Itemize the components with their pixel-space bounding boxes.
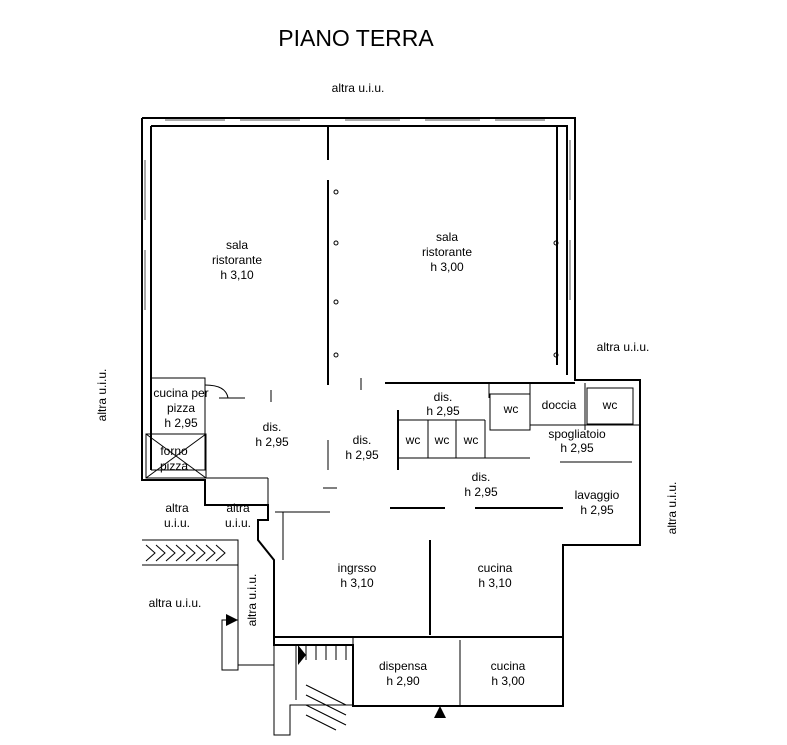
entrance-markers: [226, 614, 446, 718]
svg-text:spogliatoio: spogliatoio: [548, 427, 606, 441]
svg-text:forno: forno: [160, 444, 188, 458]
room-doccia: doccia: [542, 398, 577, 412]
svg-text:ingrsso: ingrsso: [338, 561, 377, 575]
svg-text:sala: sala: [226, 238, 248, 252]
interior-walls: [145, 125, 640, 706]
svg-text:h 2,90: h 2,90: [386, 674, 420, 688]
svg-text:h 3,10: h 3,10: [220, 268, 254, 282]
columns: [333, 189, 559, 358]
room-sala-ristorante-left: sala ristorante h 3,10: [212, 238, 262, 282]
svg-text:pizza: pizza: [167, 401, 195, 415]
room-wc-2: wc: [434, 433, 450, 447]
room-lavaggio: lavaggio h 2,95: [575, 488, 620, 517]
room-altra-uiu-1: altra u.i.u.: [164, 501, 190, 530]
staircase: [145, 544, 347, 731]
svg-text:altra: altra: [165, 501, 189, 515]
room-dis-center: dis. h 2,95: [345, 433, 379, 462]
room-wc-3: wc: [463, 433, 479, 447]
svg-text:ristorante: ristorante: [212, 253, 262, 267]
outer-walls: [141, 117, 641, 736]
svg-text:altra: altra: [226, 501, 250, 515]
svg-text:h 2,95: h 2,95: [560, 441, 594, 455]
room-labels: sala ristorante h 3,10 sala ristorante h…: [153, 230, 619, 688]
neighbor-label-right-lower: altra u.i.u.: [665, 482, 679, 535]
svg-text:dis.: dis.: [263, 420, 282, 434]
svg-text:h 3,00: h 3,00: [491, 674, 525, 688]
svg-text:h 3,00: h 3,00: [430, 260, 464, 274]
svg-text:h 2,95: h 2,95: [255, 435, 289, 449]
room-forno-pizza: forno pizza: [160, 444, 188, 473]
windows: [144, 119, 571, 310]
room-cucina-per-pizza: cucina per pizza h 2,95: [153, 386, 208, 430]
room-dis-lower: dis. h 2,95: [464, 470, 498, 499]
room-dis-left: dis. h 2,95: [255, 420, 289, 449]
room-dis-wc: dis. h 2,95: [426, 390, 460, 418]
svg-text:h 2,95: h 2,95: [580, 503, 614, 517]
svg-text:h 3,10: h 3,10: [340, 576, 374, 590]
neighbor-label-right-upper: altra u.i.u.: [597, 340, 650, 354]
svg-text:u.i.u.: u.i.u.: [225, 516, 251, 530]
room-sala-ristorante-right: sala ristorante h 3,00: [422, 230, 472, 274]
svg-text:lavaggio: lavaggio: [575, 488, 620, 502]
svg-text:dis.: dis.: [472, 470, 491, 484]
room-altra-uiu-2: altra u.i.u.: [225, 501, 251, 530]
room-ingresso: ingrsso h 3,10: [338, 561, 377, 590]
neighbor-label-left: altra u.i.u.: [95, 369, 109, 422]
svg-text:ristorante: ristorante: [422, 245, 472, 259]
svg-text:h 2,95: h 2,95: [464, 485, 498, 499]
svg-text:dispensa: dispensa: [379, 659, 427, 673]
svg-text:cucina: cucina: [478, 561, 513, 575]
room-wc-4: wc: [503, 402, 519, 416]
svg-text:sala: sala: [436, 230, 458, 244]
svg-text:h 2,95: h 2,95: [426, 404, 460, 418]
svg-text:u.i.u.: u.i.u.: [164, 516, 190, 530]
svg-text:h 2,95: h 2,95: [164, 416, 198, 430]
neighbor-label-stair-side: altra u.i.u.: [245, 574, 259, 627]
svg-text:h 2,95: h 2,95: [345, 448, 379, 462]
svg-text:pizza: pizza: [160, 459, 188, 473]
room-wc-5: wc: [602, 398, 618, 412]
svg-text:cucina: cucina: [491, 659, 526, 673]
room-cucina-main: cucina h 3,10: [478, 561, 513, 590]
plan-title: PIANO TERRA: [278, 25, 434, 51]
svg-text:dis.: dis.: [434, 390, 453, 404]
svg-text:cucina per: cucina per: [153, 386, 208, 400]
room-wc-1: wc: [405, 433, 421, 447]
neighbor-label-bottom-left: altra u.i.u.: [149, 596, 202, 610]
svg-text:dis.: dis.: [353, 433, 372, 447]
room-cucina-small: cucina h 3,00: [491, 659, 526, 688]
svg-text:h 3,10: h 3,10: [478, 576, 512, 590]
room-spogliatoio: spogliatoio h 2,95: [548, 427, 606, 455]
room-dispensa: dispensa h 2,90: [379, 659, 427, 688]
neighbor-label-top: altra u.i.u.: [332, 81, 385, 95]
